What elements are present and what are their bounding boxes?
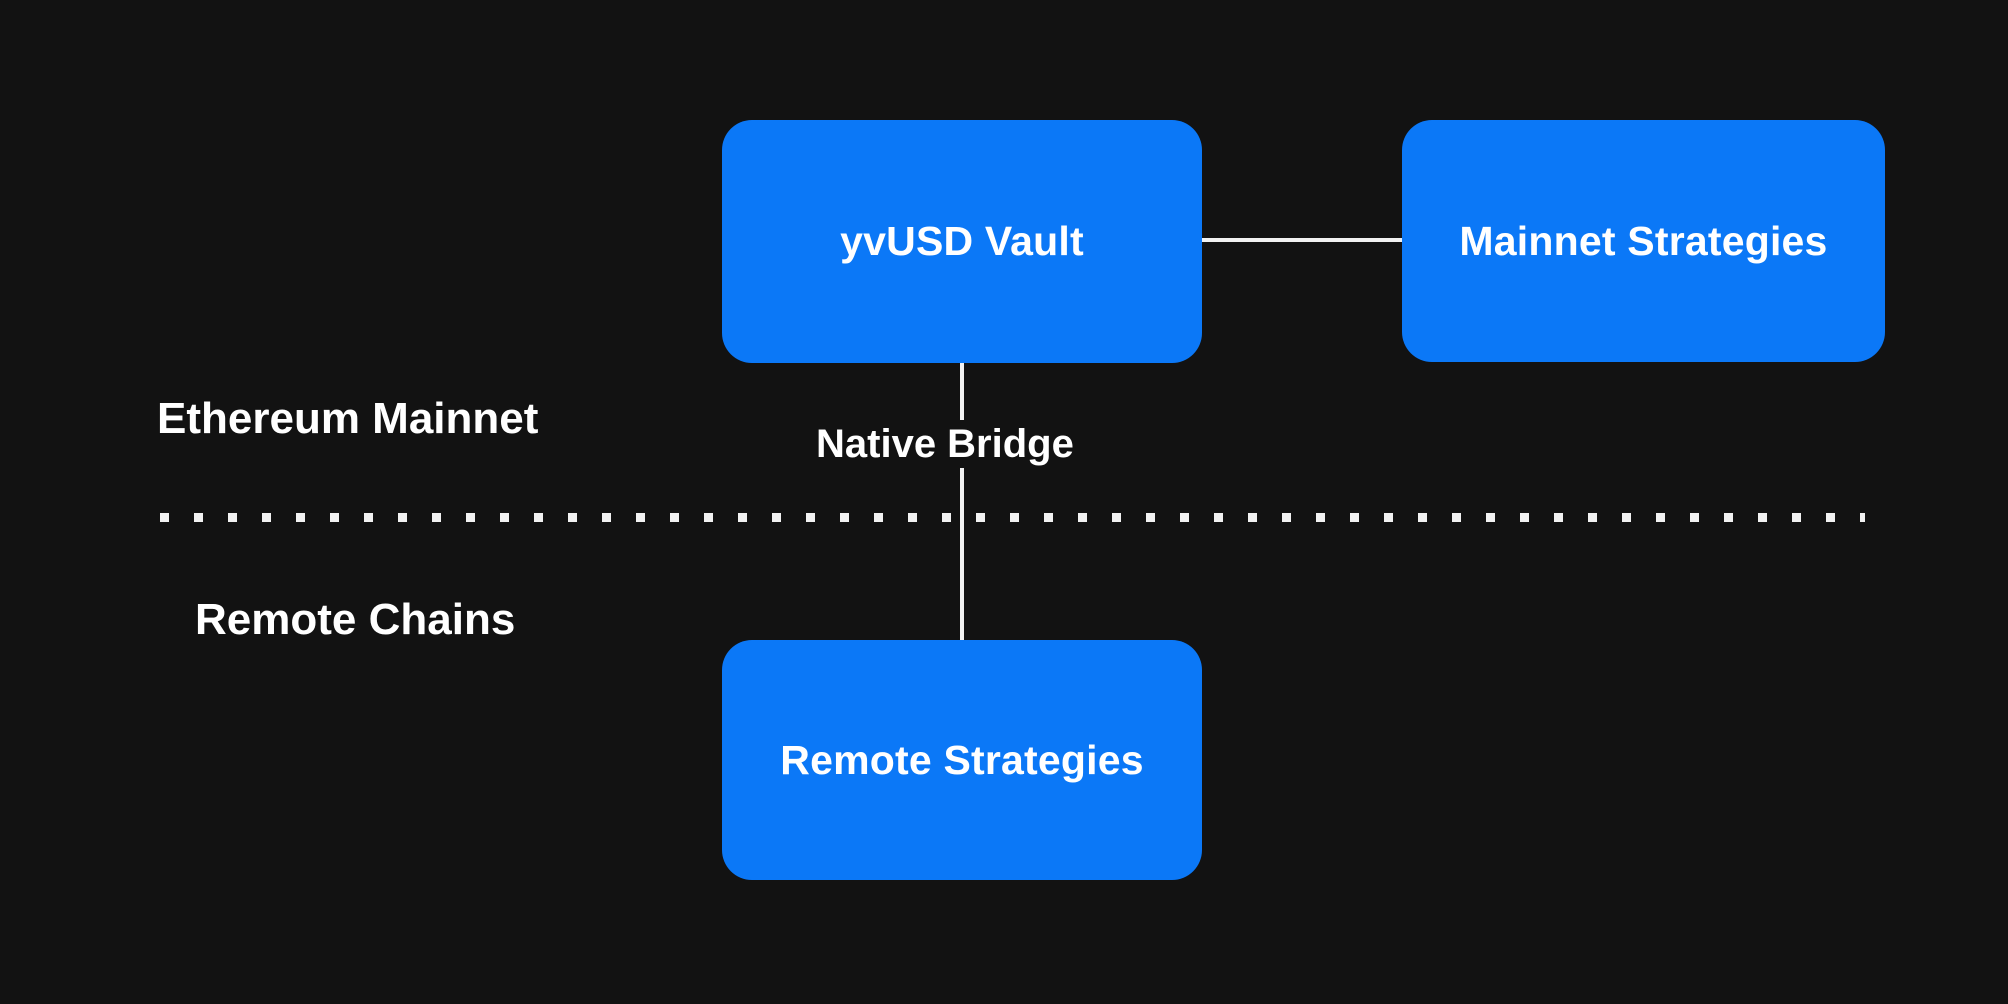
zone-label-ethereum-mainnet: Ethereum Mainnet [157,394,539,443]
edge-vault-to-remote-strategies [960,361,964,642]
node-yvusd-vault-label: yvUSD Vault [840,218,1084,264]
node-mainnet-strategies[interactable]: Mainnet Strategies [1402,120,1885,362]
node-remote-strategies[interactable]: Remote Strategies [722,640,1202,880]
edge-vault-to-mainnet-strategies [1200,238,1404,242]
zone-label-remote-chains: Remote Chains [195,595,516,644]
node-yvusd-vault[interactable]: yvUSD Vault [722,120,1202,363]
chain-boundary-divider [160,513,1865,522]
node-remote-strategies-label: Remote Strategies [780,736,1144,783]
edge-label-native-bridge: Native Bridge [810,420,1080,468]
node-mainnet-strategies-label: Mainnet Strategies [1459,217,1828,264]
